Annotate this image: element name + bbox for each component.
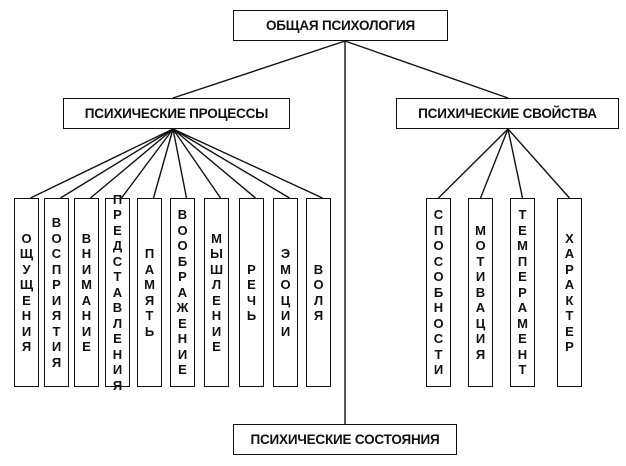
property-item-label: Т Е М П Е Р А М Е Н Т	[517, 207, 528, 378]
edge-process-2	[90, 128, 174, 199]
edge-root-properties	[344, 40, 509, 99]
process-item-box: П Р Е Д С Т А В Л Е Н И Я	[105, 192, 130, 393]
edge-process-8	[172, 128, 290, 199]
property-item-label: С П О С О Б Н О С Т И	[433, 207, 444, 378]
edge-process-5	[172, 128, 188, 199]
process-item-label: В Н И М А Н И Е	[81, 230, 92, 355]
edge-root-processes	[172, 40, 346, 99]
root-node: ОБЩАЯ ПСИХОЛОГИЯ	[233, 10, 448, 41]
properties-label: ПСИХИЧЕСКИЕ СВОЙСТВА	[418, 106, 597, 121]
process-item-box: В О С П Р И Я Т И Я	[44, 198, 69, 387]
process-item-box: В Н И М А Н И Е	[74, 198, 99, 387]
properties-node: ПСИХИЧЕСКИЕ СВОЙСТВА	[396, 98, 619, 129]
process-item-label: М Ы Ш Л Е Н И Е	[209, 230, 224, 355]
property-item-box: С П О С О Б Н О С Т И	[426, 198, 451, 387]
property-item-box: Х А Р А К Т Е Р	[557, 198, 582, 387]
process-item-box: В О Л Я	[306, 198, 331, 387]
edge-property-0	[438, 128, 509, 199]
edge-process-4	[152, 128, 174, 199]
states-node: ПСИХИЧЕСКИЕ СОСТОЯНИЯ	[233, 424, 457, 455]
edge-property-1	[479, 128, 509, 199]
process-item-box: В О О Б Р А Ж Е Н И Е	[170, 198, 195, 387]
edge-process-7	[172, 128, 256, 199]
property-item-box: Т Е М П Е Р А М Е Н Т	[510, 198, 535, 387]
process-item-box: О Щ У Щ Е Н И Я	[14, 198, 39, 387]
processes-label: ПСИХИЧЕСКИЕ ПРОЦЕССЫ	[84, 106, 269, 121]
process-item-label: Э М О Ц И И	[280, 246, 291, 339]
process-item-label: В О Л Я	[313, 261, 324, 324]
property-item-box: М О Т И В А Ц И Я	[468, 198, 493, 387]
edge-process-1	[60, 128, 174, 199]
process-item-box: М Ы Ш Л Е Н И Е	[204, 198, 229, 387]
edge-property-3	[507, 128, 571, 199]
edge-process-3	[120, 128, 174, 199]
property-item-label: Х А Р А К Т Е Р	[564, 230, 575, 355]
edge-process-9	[172, 128, 323, 199]
process-item-label: Р Е Ч Ь	[246, 261, 257, 324]
process-item-label: В О О Б Р А Ж Е Н И Е	[176, 207, 189, 378]
process-item-label: П Р Е Д С Т А В Л Е Н И Я	[112, 191, 123, 393]
edge-process-0	[30, 128, 174, 199]
edge-property-2	[507, 128, 524, 199]
process-item-label: О Щ У Щ Е Н И Я	[19, 230, 34, 355]
process-item-box: Э М О Ц И И	[273, 198, 298, 387]
root-label: ОБЩАЯ ПСИХОЛОГИЯ	[266, 18, 415, 33]
process-item-label: П А М Я Т Ь	[144, 246, 155, 339]
process-item-box: Р Е Ч Ь	[239, 198, 264, 387]
process-item-label: В О С П Р И Я Т И Я	[51, 215, 62, 370]
edge-process-6	[172, 128, 222, 199]
property-item-label: М О Т И В А Ц И Я	[475, 222, 486, 362]
processes-node: ПСИХИЧЕСКИЕ ПРОЦЕССЫ	[63, 98, 290, 129]
states-label: ПСИХИЧЕСКИЕ СОСТОЯНИЯ	[250, 432, 440, 447]
process-item-box: П А М Я Т Ь	[137, 198, 162, 387]
